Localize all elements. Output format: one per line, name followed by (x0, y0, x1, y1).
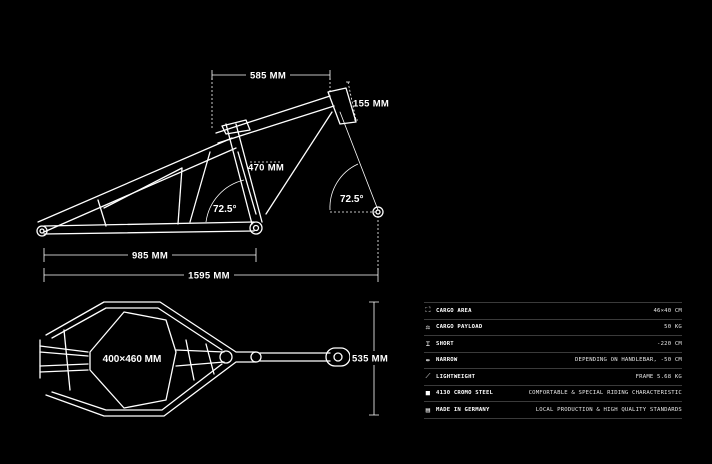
head-tube (327, 87, 357, 125)
seat-angle-arc (205, 179, 245, 223)
dim-585-label: 585 MM (250, 71, 286, 82)
spec-row-made-in-germany: ▤ MADE IN GERMANY LOCAL PRODUCTION & HIGH… (424, 402, 682, 419)
truss-right (189, 151, 211, 223)
dim-985-label: 985 MM (132, 251, 168, 262)
spec-row-cargo-payload: ⚖ CARGO PAYLOAD 50 KG (424, 320, 682, 336)
cargo-area-outline (89, 311, 177, 409)
spec-row-short: ⌶ SHORT -220 CM (424, 336, 682, 353)
spec-name: CARGO AREA (436, 307, 472, 314)
dim-470-label: 470 MM (248, 163, 284, 174)
feather-icon: ⟋ (425, 372, 431, 381)
head-angle-arc (329, 163, 359, 211)
seat-tube (225, 123, 263, 225)
spec-name: MADE IN GERMANY (436, 406, 490, 413)
truss-left (97, 199, 107, 227)
spec-value: 46×40 CM (653, 307, 682, 314)
spec-name: CARGO PAYLOAD (436, 324, 483, 331)
bottom-bracket (249, 221, 263, 235)
expand-icon: ⛶ (425, 306, 431, 315)
seat-post-stub (221, 119, 251, 135)
square-icon: ■ (425, 389, 431, 398)
truss-mid (177, 167, 183, 225)
seat-angle-label: 72.5° (213, 204, 236, 215)
spec-value: 50 KG (664, 324, 682, 331)
spec-value: COMFORTABLE & SPECIAL RIDING CHARACTERIS… (528, 390, 682, 397)
side-view-frame (37, 87, 379, 235)
spec-value: LOCAL PRODUCTION & HIGH QUALITY STANDARD… (535, 406, 682, 413)
spec-table: ⛶ CARGO AREA 46×40 CM ⚖ CARGO PAYLOAD 50 K… (424, 302, 682, 419)
spec-value: FRAME 5.68 KG (635, 373, 682, 380)
fork-line (339, 111, 379, 211)
spec-name: 4130 CROMO STEEL (436, 390, 494, 397)
spec-name: NARROW (436, 357, 458, 364)
spec-row-steel: ■ 4130 CROMO STEEL COMFORTABLE & SPECIAL … (424, 386, 682, 402)
truss-diag (103, 167, 183, 209)
dim-1595-label: 1595 MM (188, 271, 230, 282)
top-tube (215, 95, 335, 144)
flag-icon: ▤ (425, 405, 431, 414)
front-dropout (36, 225, 48, 237)
cargo-area-label: 400×460 MM (103, 354, 162, 365)
spec-row-narrow: ⇹ NARROW DEPENDING ON HANDLEBAR, -50 CM (424, 353, 682, 369)
dim-535-label: 535 MM (352, 354, 388, 365)
top-view-frame (39, 301, 351, 417)
compress-icon: ⌶ (425, 339, 431, 348)
spec-row-cargo-area: ⛶ CARGO AREA 46×40 CM (424, 303, 682, 320)
seat-stay (237, 111, 333, 215)
rear-hub (325, 347, 351, 367)
narrow-icon: ⇹ (425, 356, 431, 365)
spec-name: LIGHTWEIGHT (436, 373, 476, 380)
bb-shell-top (219, 350, 233, 364)
spec-value: -220 CM (657, 340, 682, 347)
lower-rail (43, 221, 255, 235)
head-angle-label: 72.5° (340, 194, 363, 205)
scale-icon: ⚖ (425, 323, 431, 332)
dim-155-label: 155 MM (353, 99, 389, 110)
down-tube (37, 137, 237, 233)
spec-row-lightweight: ⟋ LIGHTWEIGHT FRAME 5.68 KG (424, 369, 682, 386)
spec-value: DEPENDING ON HANDLEBAR, -50 CM (574, 357, 682, 364)
spec-name: SHORT (436, 340, 454, 347)
